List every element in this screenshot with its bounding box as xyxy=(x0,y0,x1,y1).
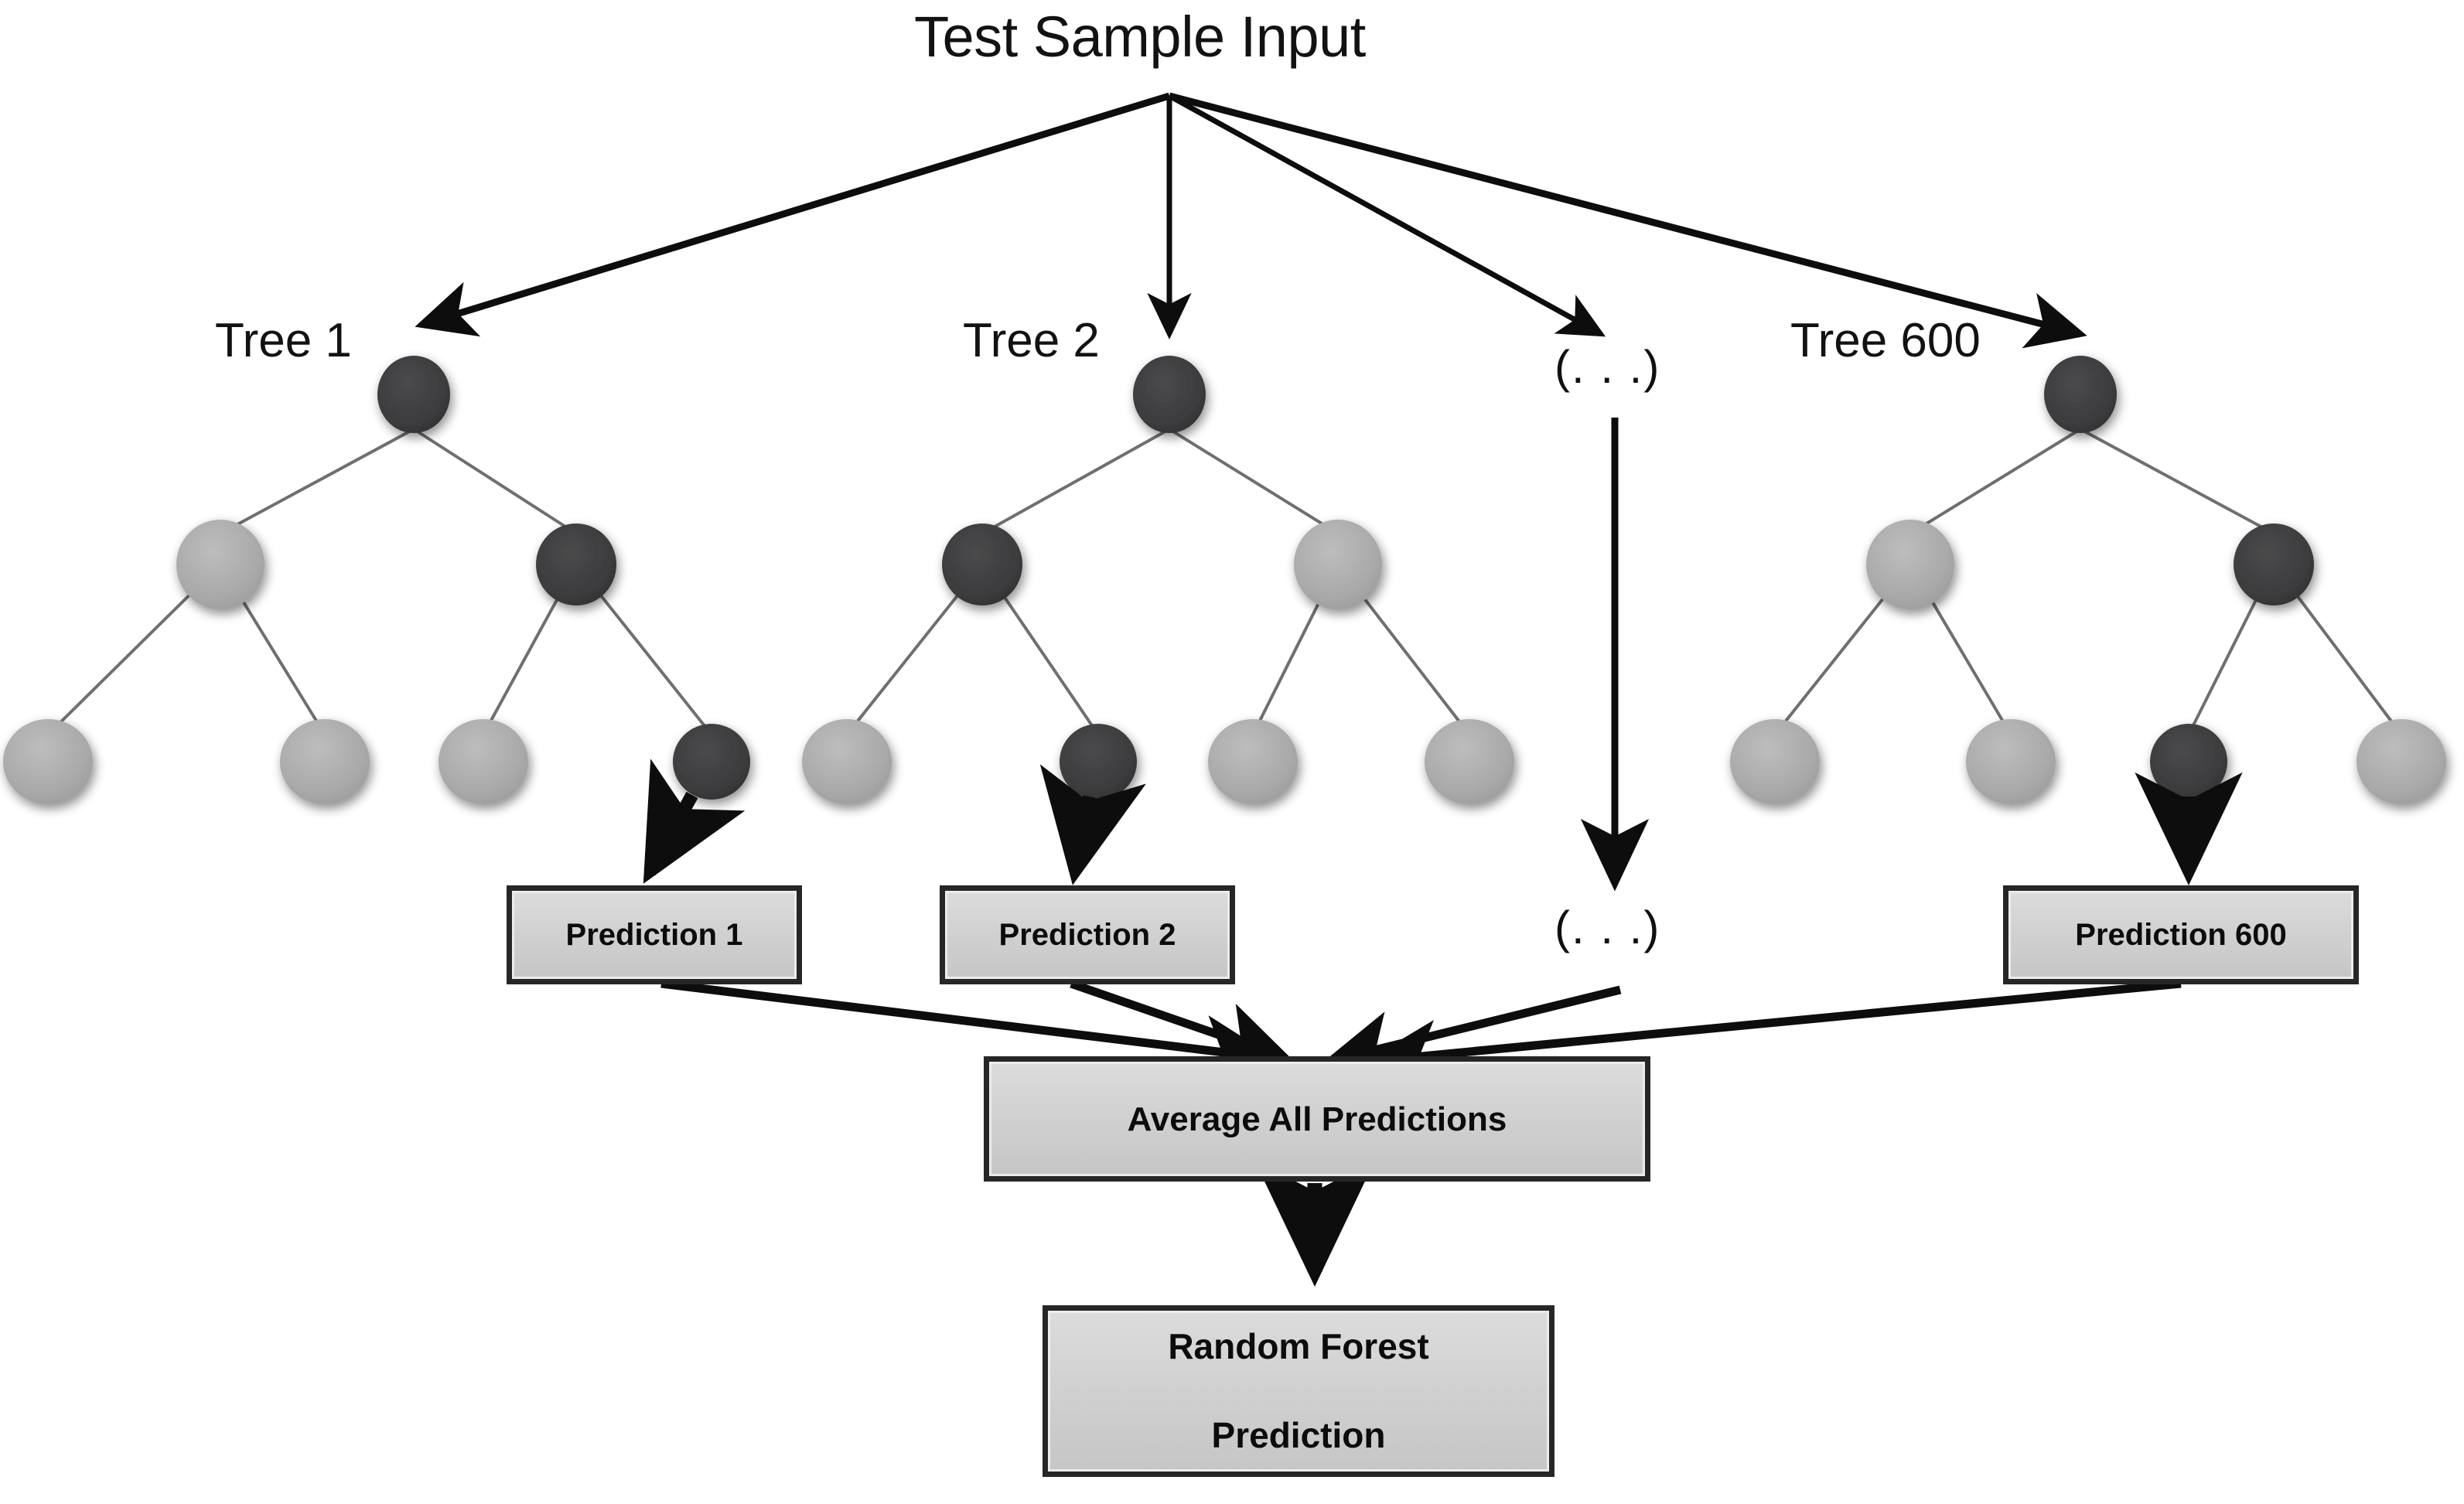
tree-600-leaf-node-3-active xyxy=(2150,724,2227,800)
tree-1-root-node xyxy=(377,356,450,433)
tree-2-leaf-node-1 xyxy=(802,719,892,804)
tree-2-internal-node-left xyxy=(942,524,1022,605)
random-forest-prediction-line2: Prediction xyxy=(1211,1414,1386,1455)
prediction-1-box[interactable]: Prediction 1 xyxy=(507,885,802,984)
tree-600-graph xyxy=(1730,356,2446,886)
random-forest-prediction-label: Random Forest Prediction xyxy=(1168,1325,1428,1458)
tree-1-leaf-node-4-active xyxy=(673,724,750,800)
tree-1-internal-node-right xyxy=(536,524,616,605)
prediction-to-average-arrows xyxy=(660,979,2182,1090)
page-title: Test Sample Input xyxy=(914,5,1366,69)
tree-2-leaf-node-2-active xyxy=(1060,724,1137,800)
prediction-ellipsis-label: (. . .) xyxy=(1555,902,1661,953)
prediction-600-label: Prediction 600 xyxy=(2075,918,2287,952)
tree-2-leaf-node-4 xyxy=(1425,719,1514,804)
tree-600-label: Tree 600 xyxy=(1790,314,1981,367)
prediction-2-box[interactable]: Prediction 2 xyxy=(940,885,1235,984)
tree-600-internal-node-right xyxy=(2234,524,2314,605)
tree-1-leaf-node-1 xyxy=(3,719,93,804)
tree-2-leaf-node-3 xyxy=(1208,719,1298,804)
tree-600-leaf-node-1 xyxy=(1730,719,1820,804)
tree-1-label: Tree 1 xyxy=(215,314,352,367)
tree-2-label: Tree 2 xyxy=(963,314,1100,367)
input-distribution-arrows xyxy=(415,92,2087,349)
tree-2-graph xyxy=(802,356,1514,885)
average-all-predictions-label: Average All Predictions xyxy=(1127,1100,1507,1138)
tree-2-prediction-arrow xyxy=(1039,764,1146,885)
tree-600-leaf-node-4 xyxy=(2356,719,2446,804)
tree-600-internal-node-left xyxy=(1866,520,1954,609)
tree-ellipsis-label: (. . .) xyxy=(1555,341,1661,393)
tree-1-prediction-arrow xyxy=(643,759,746,884)
tree-2-internal-node-right xyxy=(1294,520,1382,609)
prediction-600-box[interactable]: Prediction 600 xyxy=(2003,885,2359,984)
tree-1-internal-node-left xyxy=(176,520,264,609)
tree-1-graph xyxy=(3,356,750,884)
tree-600-leaf-node-2 xyxy=(1966,719,2056,804)
random-forest-prediction-line1: Random Forest xyxy=(1168,1325,1429,1366)
average-all-predictions-box[interactable]: Average All Predictions xyxy=(984,1056,1650,1182)
prediction-1-label: Prediction 1 xyxy=(565,918,743,952)
random-forest-prediction-box[interactable]: Random Forest Prediction xyxy=(1043,1305,1555,1477)
tree-600-root-node xyxy=(2044,356,2117,433)
prediction-2-label: Prediction 2 xyxy=(998,918,1176,952)
tree-1-leaf-node-3 xyxy=(439,719,528,804)
tree-1-leaf-node-2 xyxy=(280,719,370,804)
tree-2-root-node xyxy=(1133,356,1206,433)
